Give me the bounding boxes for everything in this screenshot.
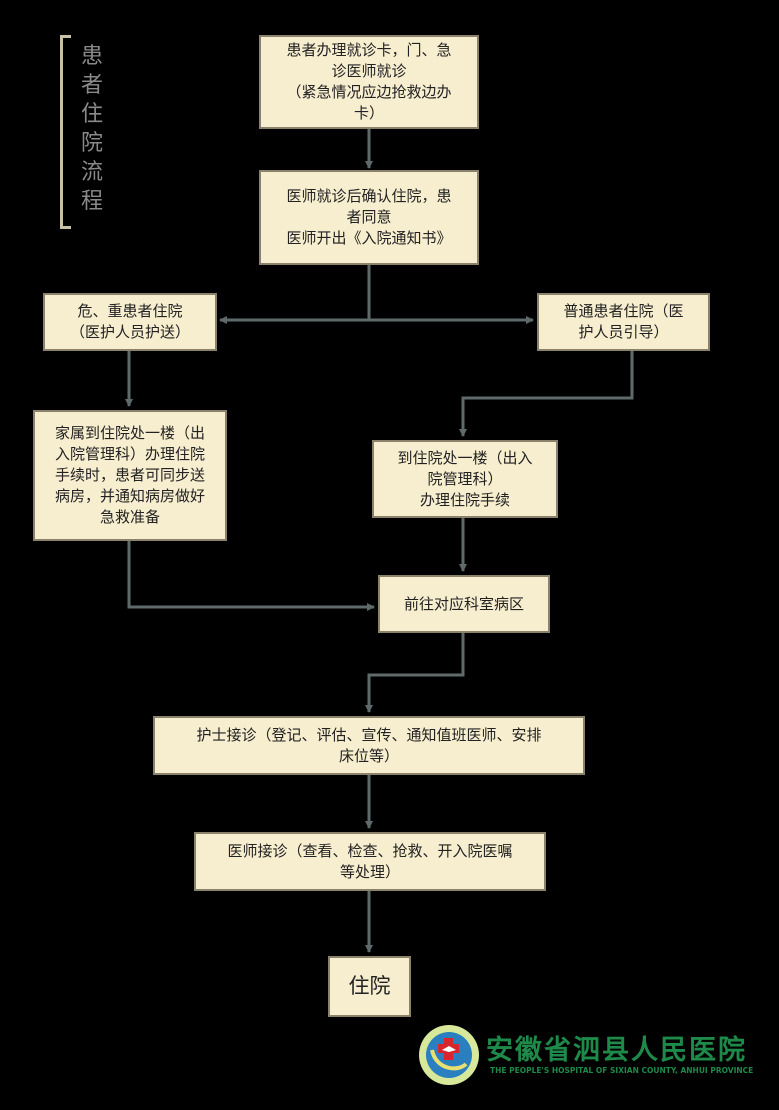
- arrow-s4-s6: [459, 350, 634, 437]
- hospital-name-en: THE PEOPLE'S HOSPITAL OF SIXIAN COUNTY, …: [490, 1066, 754, 1075]
- step-regular-patient: 普通患者住院（医 护人员引导）: [537, 293, 710, 351]
- page-title: 患者住院流程: [80, 44, 103, 214]
- step-hospitalized: 住院: [328, 956, 411, 1017]
- step-doctor-reception: 医师接诊（查看、检查、抢救、开入院医嘱 等处理）: [194, 832, 546, 891]
- step-nurse-reception: 护士接诊（登记、评估、宣传、通知值班医师、安排 床位等）: [153, 716, 585, 775]
- hospital-name-cn: 安徽省泗县人民医院: [486, 1035, 747, 1066]
- arrow-s5-s7: [127, 540, 375, 611]
- step-confirm-admission: 医师就诊后确认住院，患 者同意 医师开出《入院通知书》: [259, 170, 479, 265]
- title-bracket: [60, 35, 71, 229]
- step-family-procedures: 家属到住院处一楼（出 入院管理科）办理住院 手续时，患者可同步送 病房，并通知病…: [33, 410, 227, 541]
- hospital-emblem-icon: [419, 1025, 479, 1085]
- arrow-s7-s8: [365, 632, 465, 713]
- hospital-logo: 安徽省泗县人民医院 THE PEOPLE'S HOSPITAL OF SIXIA…: [418, 1024, 763, 1085]
- step-critical-patient: 危、重患者住院 （医护人员护送）: [43, 293, 217, 351]
- step-register-visit: 患者办理就诊卡，门、急 诊医师就诊 （紧急情况应边抢救边办 卡）: [259, 35, 479, 129]
- step-go-to-ward: 前往对应科室病区: [378, 575, 550, 633]
- step-admission-office: 到住院处一楼（出入 院管理科） 办理住院手续: [372, 440, 558, 518]
